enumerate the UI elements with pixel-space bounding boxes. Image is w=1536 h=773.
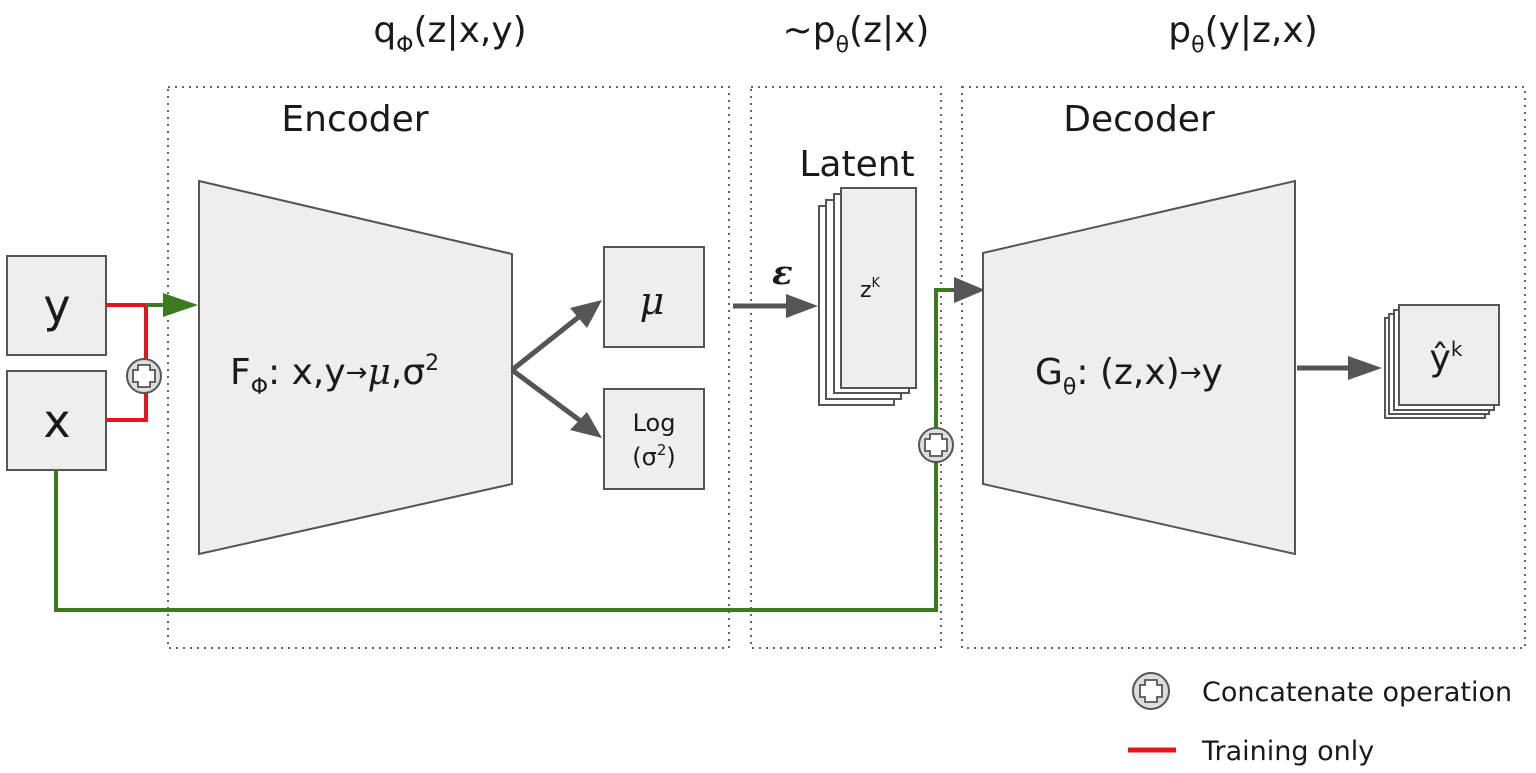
decoder-input-line <box>934 288 950 428</box>
logvar-label-line1: Log <box>633 409 676 437</box>
input-x-label: x <box>43 394 70 448</box>
concat-icon-inputs <box>126 358 162 394</box>
prior-distribution-label: ~pθ(z|x) <box>783 10 930 58</box>
decoder-network <box>982 179 1296 556</box>
legend-concat-icon <box>1132 672 1170 710</box>
mu-label: μ <box>640 279 665 323</box>
logvar-output-line <box>510 367 592 431</box>
input-y-label: y <box>43 279 70 333</box>
encoder-title: Encoder <box>281 99 428 140</box>
latent-sample-stack <box>818 187 917 406</box>
mu-output-arrowhead <box>570 300 602 328</box>
decoder-input-arrowhead <box>954 277 985 303</box>
condition-bypass-line <box>54 462 938 612</box>
mu-box <box>603 246 705 348</box>
logvar-output-arrowhead <box>570 412 602 438</box>
epsilon-label: ε <box>772 253 793 293</box>
decoder-title: Decoder <box>1063 99 1215 140</box>
latent-z-label: zK <box>860 276 881 303</box>
decoder-output-arrowhead <box>1348 356 1382 380</box>
encoder-distribution-label: qΦ(z|x,y) <box>373 10 526 58</box>
logvar-box <box>603 388 705 490</box>
concat-icon-decoder <box>918 427 954 463</box>
encoder-function-label: FΦ: x,y→μ,σ2 <box>230 351 439 400</box>
decoder-panel <box>961 86 1526 649</box>
legend-concat-label: Concatenate operation <box>1202 677 1512 708</box>
logvar-label-line2: (σ2) <box>632 441 676 471</box>
decoder-function-label: Gθ: (z,x)→y <box>1035 352 1223 400</box>
legend-training-label: Training only <box>1201 736 1374 767</box>
latent-panel <box>750 86 942 649</box>
latent-title: Latent <box>799 144 914 185</box>
encoder-input-arrowhead <box>163 293 198 317</box>
mu-output-line <box>510 306 592 372</box>
legend: Concatenate operation Training only <box>1128 672 1512 767</box>
prediction-stack <box>1384 304 1500 419</box>
prediction-label: ŷk <box>1430 337 1463 379</box>
encoder-panel <box>167 86 730 649</box>
encoder-network <box>198 179 513 556</box>
epsilon-arrowhead <box>786 294 818 318</box>
decoder-distribution-label: pθ(y|z,x) <box>1168 10 1318 58</box>
